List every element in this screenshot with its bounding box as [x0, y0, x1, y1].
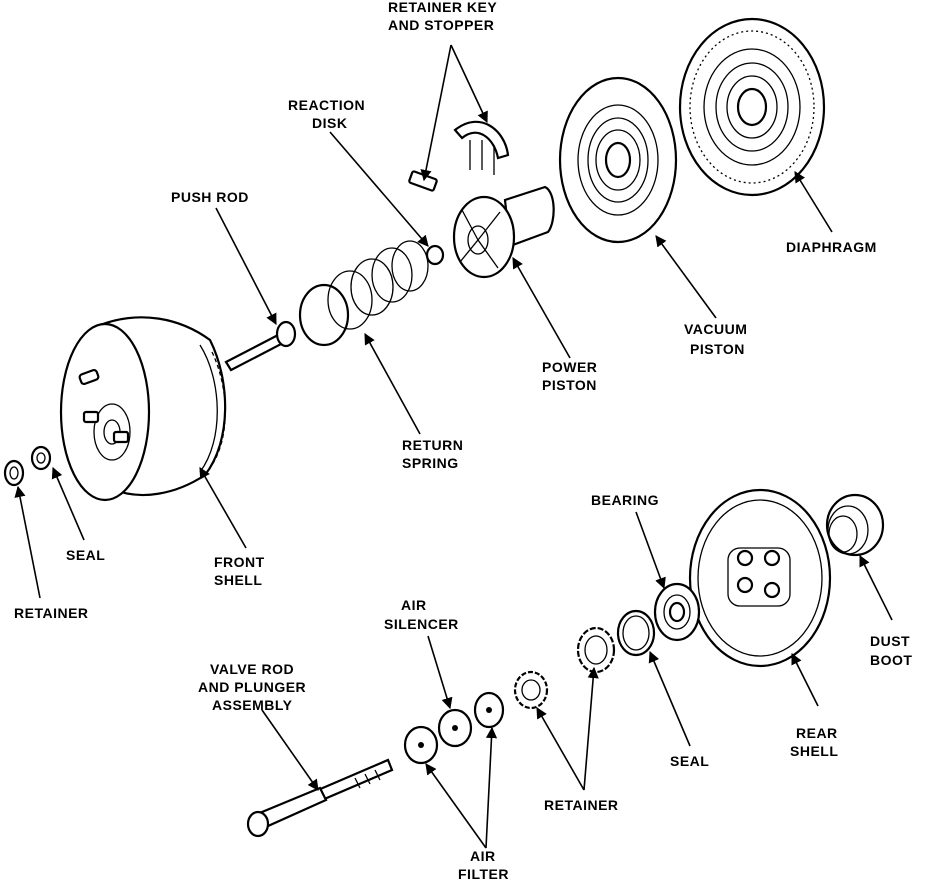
label-air-filter-line2: FILTER	[458, 866, 509, 882]
label-retainer-key-line2: AND STOPPER	[388, 17, 494, 33]
label-bearing: BEARING	[591, 492, 659, 508]
dust-boot-part	[825, 493, 885, 557]
label-front-shell-line1: FRONT	[214, 554, 265, 570]
label-air-silencer-line2: SILENCER	[384, 616, 459, 632]
label-return-spring-line1: RETURN	[402, 437, 463, 453]
bearing-part	[653, 582, 701, 642]
label-push-rod: PUSH ROD	[171, 189, 249, 205]
front-shell-part	[59, 316, 227, 502]
label-diaphragm: DIAPHRAGM	[786, 239, 877, 255]
seal-bottom-part	[616, 609, 656, 657]
label-front-shell-line2: SHELL	[214, 572, 262, 588]
label-retainer-key-line1: RETAINER KEY	[388, 0, 497, 15]
air-silencer-filter-parts	[403, 691, 505, 765]
label-retainer-bottom: RETAINER	[544, 797, 619, 813]
label-dust-boot-line1: DUST	[870, 633, 910, 649]
label-vacuum-piston-line1: VACUUM	[684, 321, 747, 337]
label-rear-shell-line2: SHELL	[790, 743, 838, 759]
reaction-disk-part	[425, 244, 445, 266]
rear-shell-part	[688, 488, 832, 668]
retainer-bottom-part	[513, 626, 616, 710]
label-return-spring-line2: SPRING	[402, 455, 459, 471]
push-rod-part	[224, 320, 297, 372]
label-air-silencer-line1: AIR	[401, 597, 427, 613]
label-reaction-disk-line2: DISK	[312, 115, 347, 131]
label-vacuum-piston-line2: PISTON	[690, 341, 745, 357]
return-spring-part	[298, 240, 429, 347]
label-valve-rod-line1: VALVE ROD	[210, 661, 294, 677]
label-air-filter-line1: AIR	[470, 848, 496, 864]
label-valve-rod-line2: AND PLUNGER	[198, 679, 306, 695]
retainer-key-part	[408, 120, 510, 192]
diaphragm-part	[678, 17, 826, 197]
label-retainer-top: RETAINER	[14, 605, 89, 621]
retainer-seal-parts	[3, 445, 52, 487]
label-dust-boot-line2: BOOT	[870, 652, 912, 668]
leader-lines	[14, 44, 893, 849]
label-rear-shell-line1: REAR	[796, 725, 838, 741]
labels: RETAINER KEY AND STOPPER REACTION DISK P…	[14, 0, 912, 882]
label-power-piston-line2: PISTON	[542, 377, 597, 393]
label-power-piston-line1: POWER	[542, 359, 597, 375]
label-seal-top: SEAL	[66, 547, 105, 563]
vacuum-piston-part	[558, 76, 678, 244]
power-piston-part	[452, 185, 555, 279]
valve-rod-part	[246, 758, 394, 838]
label-valve-rod-line3: ASSEMBLY	[212, 697, 293, 713]
label-seal-bottom: SEAL	[670, 753, 709, 769]
label-reaction-disk-line1: REACTION	[288, 97, 365, 113]
